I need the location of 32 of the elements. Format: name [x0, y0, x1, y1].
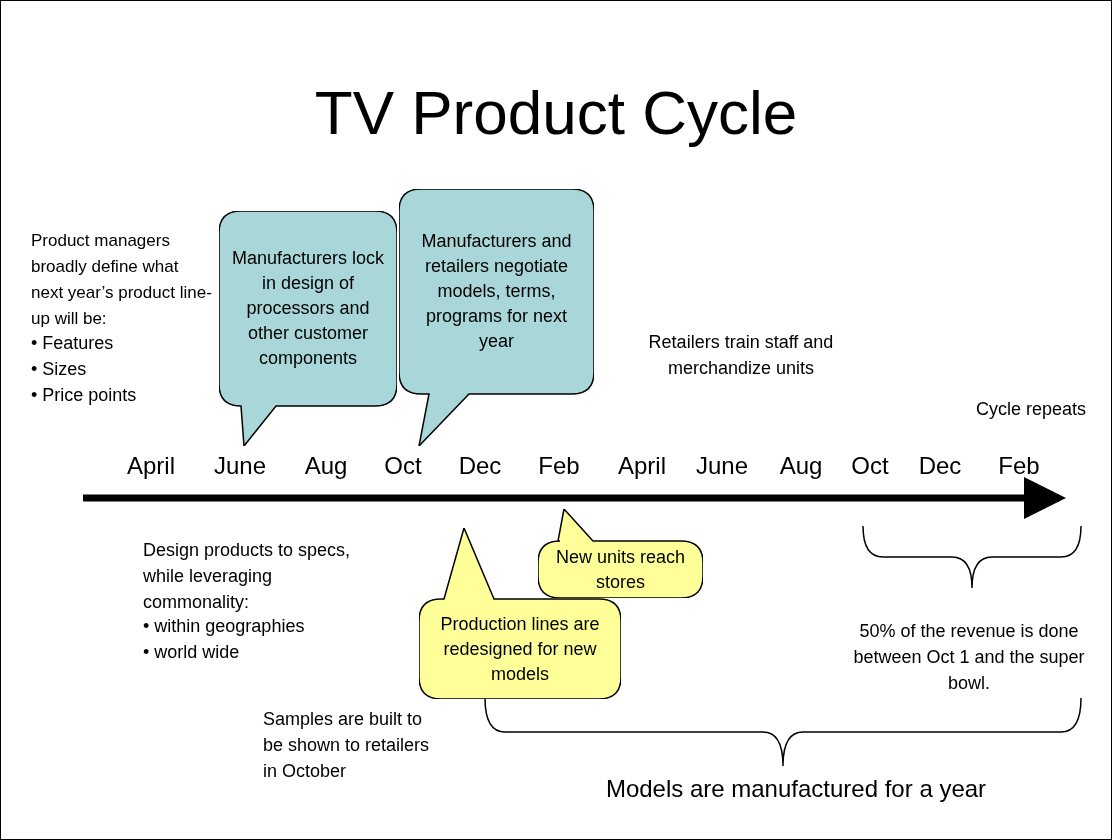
month-label: Dec: [457, 451, 503, 481]
note-text: Retailers train staff and merchandize units: [647, 331, 835, 380]
note-text: Design products to specs, while leveraging commonality:: [143, 539, 352, 614]
month-label: Oct: [850, 451, 890, 481]
callout-text: Manufacturers lock in design of processors and other customer components: [230, 247, 386, 370]
month-label: Oct: [383, 451, 423, 481]
month-label: June: [212, 451, 267, 481]
month-label: June: [694, 451, 749, 481]
speech-bubble: [219, 211, 397, 446]
note-text: Product managers broadly define what next year’s product line-up will be:: [31, 230, 213, 330]
speech-bubble: [399, 189, 594, 446]
callout-text: New units reach stores: [554, 545, 687, 594]
month-label: Feb: [997, 451, 1041, 481]
note-text: Models are manufactured for a year: [604, 774, 988, 804]
month-label: Aug: [778, 451, 824, 481]
note-text: • within geographies: [143, 615, 305, 638]
month-label: April: [617, 451, 667, 481]
month-label: Feb: [537, 451, 581, 481]
note-text: Samples are built to be shown to retailers in October: [263, 708, 431, 783]
month-label: Aug: [303, 451, 349, 481]
note-text: • Sizes: [31, 358, 87, 381]
note-text: • world wide: [143, 641, 240, 664]
note-text: 50% of the revenue is done between Oct 1 and the super bowl.: [852, 620, 1086, 695]
month-label: Dec: [917, 451, 963, 481]
speech-bubble: [538, 509, 703, 598]
title: TV Product Cycle: [313, 77, 799, 149]
note-text: • Features: [31, 332, 114, 355]
note-text: • Price points: [31, 384, 137, 407]
callout-text: Production lines are redesigned for new models: [439, 612, 601, 686]
note-text: Cycle repeats: [976, 398, 1087, 421]
month-label: April: [126, 451, 176, 481]
callout-text: Manufacturers and retailers negotiate models, terms, programs for next year: [420, 230, 573, 353]
